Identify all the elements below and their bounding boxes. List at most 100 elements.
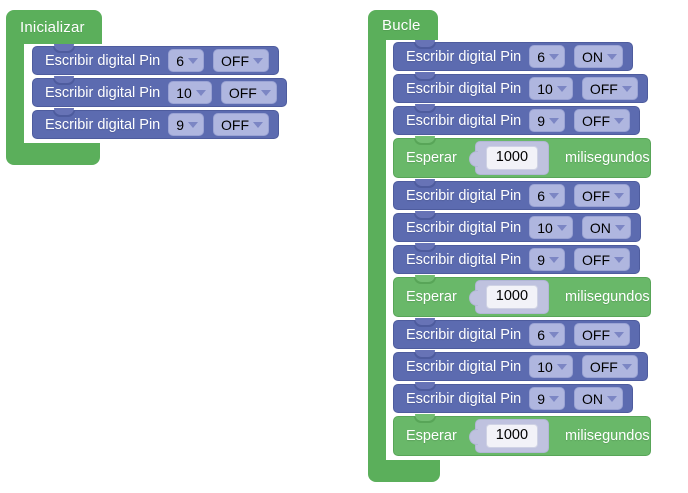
state-dropdown-value: ON — [582, 48, 604, 65]
state-dropdown[interactable]: OFF — [574, 323, 631, 346]
state-dropdown-value: OFF — [589, 80, 618, 97]
state-dropdown[interactable]: OFF — [574, 248, 631, 271]
chevron-down-icon — [549, 192, 560, 199]
chevron-down-icon — [607, 395, 618, 402]
script-title: Bucle — [382, 16, 421, 34]
chevron-down-icon — [556, 85, 567, 92]
state-dropdown[interactable]: ON — [581, 216, 631, 239]
block-connector-notch — [414, 243, 436, 252]
pin-dropdown[interactable]: 10 — [529, 355, 573, 378]
digital-write-label: Escribir digital Pin — [45, 116, 161, 133]
block-wait[interactable]: Esperar 1000 milisegundos — [393, 414, 651, 456]
state-dropdown-value: OFF — [589, 358, 618, 375]
pin-dropdown-value: 9 — [537, 390, 546, 407]
wait-duration-shadow[interactable]: 1000 — [468, 141, 550, 175]
pin-dropdown[interactable]: 10 — [529, 77, 573, 100]
wait-duration-input[interactable]: 1000 — [485, 424, 539, 448]
state-dropdown[interactable]: OFF — [574, 184, 631, 207]
state-dropdown[interactable]: ON — [574, 387, 624, 410]
block-wait[interactable]: Esperar 1000 milisegundos — [393, 136, 651, 178]
chevron-down-icon — [614, 331, 625, 338]
wait-label: Esperar — [406, 289, 457, 305]
wait-label: Esperar — [406, 428, 457, 444]
wait-duration-shadow[interactable]: 1000 — [468, 419, 550, 453]
pin-dropdown[interactable]: 9 — [529, 109, 566, 132]
pin-dropdown-value: 10 — [537, 80, 553, 97]
chevron-down-icon — [614, 224, 625, 231]
chevron-down-icon — [621, 85, 632, 92]
wait-label: Esperar — [406, 150, 457, 166]
state-dropdown[interactable]: OFF — [213, 49, 270, 72]
pin-dropdown-value: 9 — [537, 251, 546, 268]
wait-duration-shadow[interactable]: 1000 — [468, 280, 550, 314]
state-dropdown[interactable]: OFF — [220, 81, 277, 104]
state-dropdown[interactable]: OFF — [574, 109, 631, 132]
block-connector-notch — [414, 275, 436, 284]
block-connector-notch — [414, 350, 436, 359]
block-connector-notch — [53, 108, 75, 117]
block-connector-notch — [414, 104, 436, 113]
pin-dropdown[interactable]: 6 — [529, 323, 566, 346]
pin-dropdown[interactable]: 9 — [529, 387, 566, 410]
pin-dropdown-value: 10 — [537, 358, 553, 375]
pin-dropdown[interactable]: 9 — [529, 248, 566, 271]
chevron-down-icon — [260, 89, 271, 96]
state-dropdown[interactable]: OFF — [581, 355, 638, 378]
block-connector-notch — [414, 136, 436, 145]
digital-write-label: Escribir digital Pin — [406, 48, 522, 65]
block-connector-notch — [414, 414, 436, 423]
digital-write-label: Escribir digital Pin — [45, 84, 161, 101]
pin-dropdown[interactable]: 10 — [168, 81, 212, 104]
script-header-loop[interactable]: Bucle — [368, 10, 438, 40]
block-digital-write[interactable]: Escribir digital Pin 6 ON — [393, 40, 634, 71]
wait-unit-label: milisegundos — [565, 150, 650, 166]
chevron-down-icon — [253, 57, 264, 64]
pin-dropdown[interactable]: 6 — [168, 49, 205, 72]
state-dropdown[interactable]: OFF — [581, 77, 638, 100]
state-dropdown-value: OFF — [221, 116, 250, 133]
state-dropdown-value: OFF — [582, 112, 611, 129]
chevron-down-icon — [549, 395, 560, 402]
pin-dropdown-value: 10 — [537, 219, 553, 236]
wait-duration-input[interactable]: 1000 — [485, 146, 539, 170]
block-digital-write[interactable]: Escribir digital Pin 10 OFF — [32, 76, 287, 107]
block-connector-notch — [414, 318, 436, 327]
chevron-down-icon — [253, 121, 264, 128]
state-dropdown-value: ON — [589, 219, 611, 236]
pin-dropdown[interactable]: 10 — [529, 216, 573, 239]
state-dropdown-value: OFF — [221, 52, 250, 69]
chevron-down-icon — [614, 192, 625, 199]
block-digital-write[interactable]: Escribir digital Pin 10 ON — [393, 211, 641, 242]
block-digital-write[interactable]: Escribir digital Pin 10 OFF — [393, 350, 648, 381]
state-dropdown[interactable]: OFF — [213, 113, 270, 136]
block-digital-write[interactable]: Escribir digital Pin 9 OFF — [32, 108, 280, 139]
block-connector-notch — [414, 211, 436, 220]
pin-dropdown-value: 9 — [176, 116, 185, 133]
pin-dropdown[interactable]: 6 — [529, 184, 566, 207]
pin-dropdown[interactable]: 6 — [529, 45, 566, 68]
pin-dropdown-value: 6 — [537, 48, 546, 65]
wait-unit-label: milisegundos — [565, 428, 650, 444]
digital-write-label: Escribir digital Pin — [406, 219, 522, 236]
pin-dropdown-value: 6 — [176, 52, 185, 69]
script-header-setup[interactable]: Inicializar — [6, 10, 102, 44]
wait-duration-input[interactable]: 1000 — [485, 285, 539, 309]
script-title: Inicializar — [20, 18, 85, 36]
state-dropdown-value: OFF — [228, 84, 257, 101]
script-foot — [368, 460, 440, 482]
state-dropdown[interactable]: ON — [574, 45, 624, 68]
digital-write-label: Escribir digital Pin — [406, 358, 522, 375]
chevron-down-icon — [188, 121, 199, 128]
block-connector-notch — [53, 76, 75, 85]
pin-dropdown[interactable]: 9 — [168, 113, 205, 136]
state-dropdown-value: OFF — [582, 326, 611, 343]
